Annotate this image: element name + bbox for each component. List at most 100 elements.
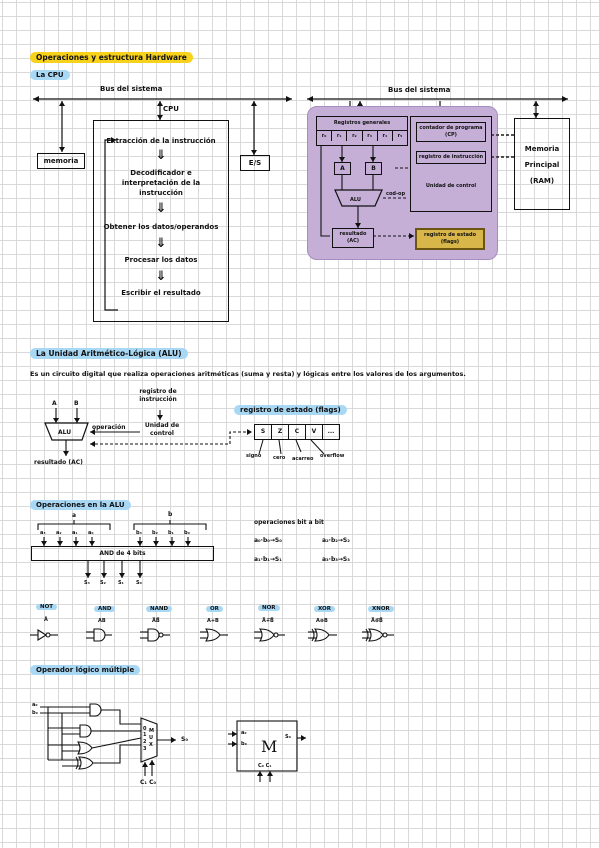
b-bit: b₁ — [168, 530, 174, 536]
page-title: Operaciones y estructura Hardware — [30, 52, 193, 63]
down-arrow-icon: ⇓ — [155, 269, 167, 284]
gate-name: NOR — [258, 605, 280, 611]
a-bit: a₀ — [88, 530, 94, 536]
m-box-label: M — [261, 737, 278, 756]
memoria-label: memoria — [43, 157, 79, 165]
memoria-principal-label: Memoria Principal (RAM) — [524, 145, 560, 185]
a-bit: a₁ — [72, 530, 78, 536]
resultado-box: resultado (AC) — [332, 228, 374, 248]
gate-name: AND — [94, 606, 116, 612]
registro-instruccion-label: registro de instrucción — [139, 388, 177, 403]
step-4: Procesar los datos — [124, 256, 198, 264]
multi-out: S₀ — [181, 736, 188, 743]
mux-pin: 1 — [143, 732, 147, 738]
s-bit: S₀ — [136, 580, 142, 586]
reg-a-box: A — [334, 162, 351, 175]
step-5: Escribir el resultado — [121, 289, 201, 297]
cpu-steps-box: Extracción de la instrucción ⇓ Decodific… — [93, 120, 229, 322]
a-bit: a₃ — [40, 530, 46, 536]
alu-heading: La Unidad Aritmético-Lógica (ALU) — [30, 348, 188, 359]
flag-cell: S — [255, 425, 272, 439]
register-cell: r₅ — [397, 133, 403, 139]
registros-label: Registros generales — [333, 120, 391, 126]
registro-estado-label: registro de estado (flags) — [423, 232, 476, 245]
mux-pin: 0 — [143, 726, 147, 732]
multi-heading: Operador lógico múltiple — [30, 665, 141, 675]
memoria-box: memoria — [37, 153, 85, 169]
register-cell: r₂ — [347, 131, 363, 141]
bitwise-op: a₀·b₀→S₀ — [254, 537, 282, 544]
multi-in-a: a₀ — [32, 702, 38, 708]
flag-name: signo — [246, 453, 262, 459]
reg-a-label: A — [340, 165, 345, 172]
flag-name: acarreo — [292, 456, 314, 462]
mux-label: MUX — [149, 728, 154, 748]
flag-cell: ... — [327, 428, 335, 435]
nand-gate-icon — [140, 628, 170, 642]
register-cell: r₄ — [378, 131, 393, 141]
cp-label: contador de programa (CP) — [419, 125, 483, 138]
es-label: E/S — [248, 159, 262, 167]
es-box: E/S — [240, 155, 270, 171]
m-in-a: a₀ — [241, 730, 247, 736]
memoria-principal-box: Memoria Principal (RAM) — [514, 118, 570, 210]
step-1: Extracción de la instrucción — [106, 137, 216, 145]
gate-expr: A̅⊕̅B̅ — [371, 618, 383, 624]
and-box-label: AND de 4 bits — [99, 550, 146, 557]
register-cell: r₁ — [332, 131, 348, 141]
bitwise-op: a₁·b₁→S₁ — [254, 556, 282, 563]
mux-pin: 2 — [143, 739, 147, 745]
xor-gate-icon — [308, 628, 337, 642]
step-2: Decodificador e interpretación de la ins… — [121, 169, 201, 197]
down-arrow-icon: ⇓ — [155, 201, 167, 216]
registro-estado-box: registro de estado (flags) — [415, 228, 485, 250]
gate-name: NOT — [36, 604, 58, 610]
bus-right-label: Bus del sistema — [388, 86, 451, 94]
control-unit-box: contador de programa (CP) registro de in… — [410, 116, 492, 212]
ops-heading: Operaciones en la ALU — [30, 500, 131, 510]
s-bit: S₃ — [84, 580, 90, 586]
step-3: Obtener los datos/operandos — [103, 223, 219, 231]
gate-expr: A̅+̅B̅ — [262, 618, 274, 624]
alu-small-label: ALU — [58, 429, 72, 436]
bitwise-op: a₂·b₂→S₂ — [322, 537, 350, 544]
flag-name: cero — [273, 455, 286, 461]
reg-b-label: B — [371, 165, 376, 172]
cpu-label: CPU — [163, 105, 179, 113]
register-cell: r₀ — [317, 131, 333, 141]
flag-name: overflow — [320, 453, 345, 459]
cpu-heading: La CPU — [30, 70, 70, 80]
and-gate-icon — [86, 628, 112, 642]
cp-box: contador de programa (CP) — [416, 122, 486, 142]
flag-cell: C — [289, 425, 306, 439]
down-arrow-icon: ⇓ — [155, 236, 167, 251]
gate-expr: A+B — [207, 618, 219, 624]
s-bit: S₂ — [100, 580, 106, 586]
registro-estado-heading: registro de estado (flags) — [234, 405, 347, 415]
alu-input-a: A — [52, 400, 57, 407]
label-a: a — [72, 512, 77, 519]
flag-cell: V — [306, 425, 323, 439]
m-out: S₀ — [285, 734, 291, 740]
multi-in-b: b₀ — [32, 710, 38, 716]
unidad-control-label: Unidad de control — [144, 422, 180, 437]
m-in-b: b₀ — [241, 741, 247, 747]
m-ctrl: C₀ C₁ — [258, 763, 272, 769]
bitwise-op: a₃·b₃→S₃ — [322, 556, 350, 563]
resultado-label: resultado (AC) — [339, 231, 367, 244]
ri-label: registro de instrucción — [418, 154, 484, 160]
xnor-gate-icon — [362, 628, 394, 642]
or-gate-icon — [200, 628, 228, 642]
gate-name: XNOR — [368, 606, 394, 612]
gate-name: NAND — [146, 606, 173, 612]
a-bit: a₂ — [56, 530, 62, 536]
gate-expr: A⊕B — [316, 618, 328, 624]
nor-gate-icon — [254, 628, 285, 642]
registros-box: Registros generales r₀ r₁ r₂ r₃ r₄ r₅ — [316, 116, 408, 146]
and-box: AND de 4 bits — [31, 546, 214, 561]
cod-op-label: cod-op — [386, 191, 406, 197]
